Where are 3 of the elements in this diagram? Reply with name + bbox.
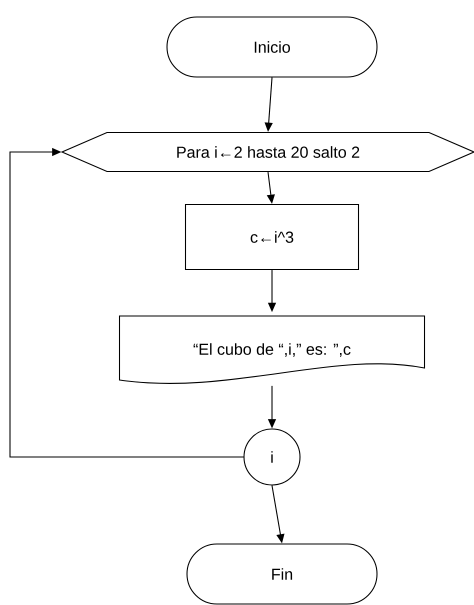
arrow [9,148,244,458]
output-document: “El cubo de “,i,” es: ”,c [118,315,426,384]
process-box: c←i^3 [184,204,360,270]
